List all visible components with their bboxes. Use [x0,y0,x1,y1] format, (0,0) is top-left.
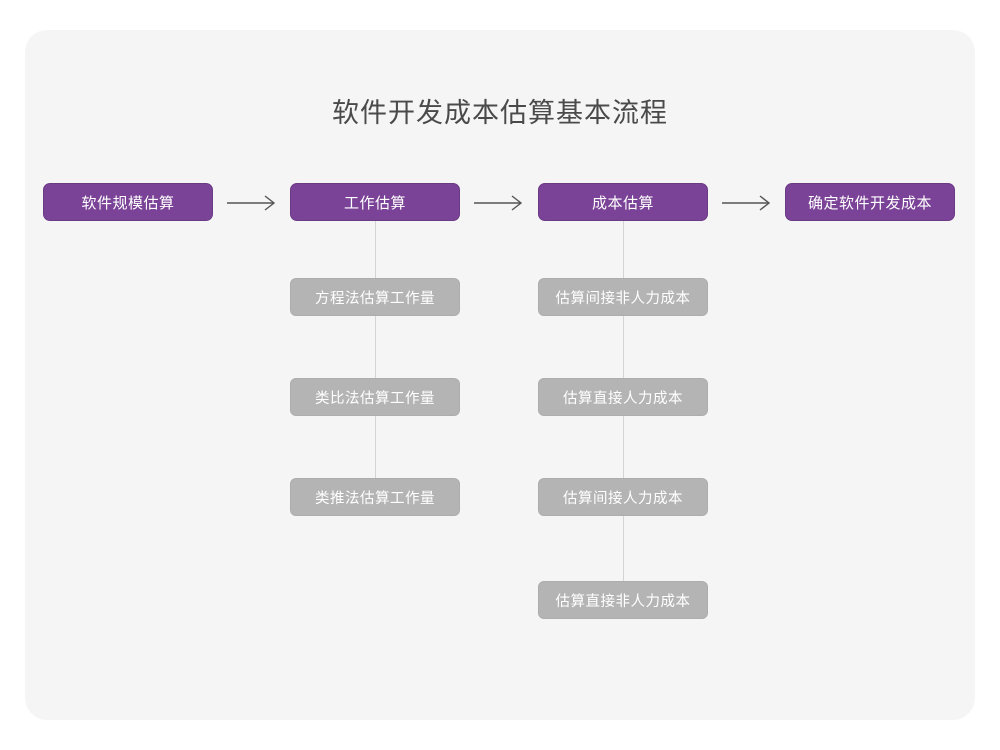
sub-node-label: 估算间接非人力成本 [555,290,691,307]
sub-node-direct-labor-cost[interactable]: 估算直接人力成本 [538,378,708,416]
sub-node-equation-method-effort[interactable]: 方程法估算工作量 [290,278,460,316]
sub-node-label: 估算直接非人力成本 [555,593,691,610]
flow-node-label: 成本估算 [591,194,654,212]
arrow-right-icon [472,193,528,213]
flow-node-cost-estimation[interactable]: 成本估算 [538,183,708,221]
sub-node-analogy-method-effort[interactable]: 类比法估算工作量 [290,378,460,416]
sub-node-label: 估算直接人力成本 [563,390,683,407]
sub-node-indirect-labor-cost[interactable]: 估算间接人力成本 [538,478,708,516]
arrow-right-icon [225,193,281,213]
flow-node-work-estimation[interactable]: 工作估算 [290,183,460,221]
sub-node-label: 估算间接人力成本 [563,490,683,507]
sub-node-inference-method-effort[interactable]: 类推法估算工作量 [290,478,460,516]
content-card [25,30,975,720]
flow-node-software-scale-estimation[interactable]: 软件规模估算 [43,183,213,221]
sub-node-label: 类推法估算工作量 [315,490,435,507]
sub-node-label: 类比法估算工作量 [315,390,435,407]
flow-node-label: 软件规模估算 [81,194,175,212]
flow-node-label: 确定软件开发成本 [807,194,932,212]
sub-node-indirect-nonlabor-cost[interactable]: 估算间接非人力成本 [538,278,708,316]
flow-node-label: 工作估算 [343,194,406,212]
sub-node-label: 方程法估算工作量 [315,290,435,307]
flow-node-determine-development-cost[interactable]: 确定软件开发成本 [785,183,955,221]
arrow-right-icon [720,193,776,213]
sub-node-direct-nonlabor-cost[interactable]: 估算直接非人力成本 [538,581,708,619]
connector-line-work [375,221,376,478]
page-title: 软件开发成本估算基本流程 [332,98,668,128]
